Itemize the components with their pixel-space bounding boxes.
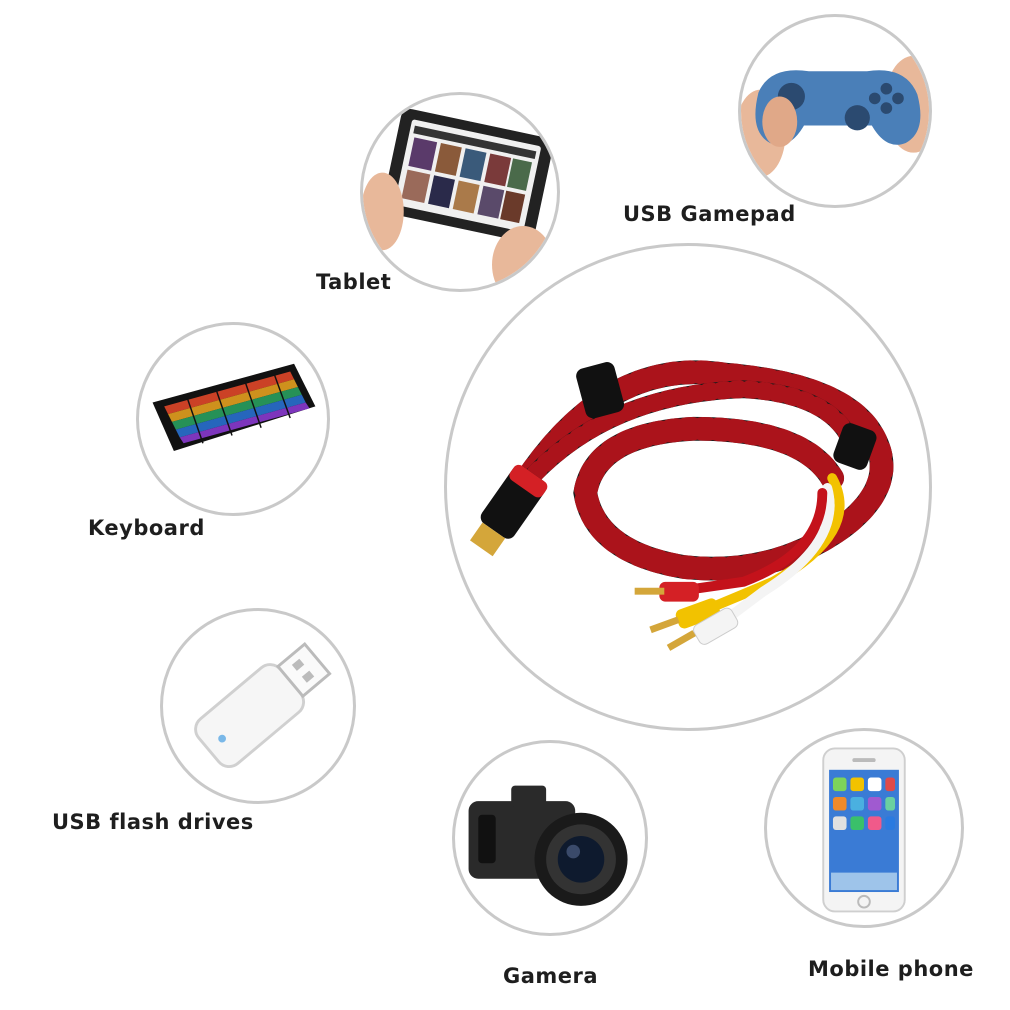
phone-circle <box>764 728 964 928</box>
hdmi-rca-cable-image <box>470 360 894 651</box>
camera-icon <box>468 785 628 906</box>
tablet-icon <box>363 108 555 289</box>
camera-label: Gamera <box>503 964 599 988</box>
cable-circle <box>444 243 932 731</box>
tablet-circle <box>360 92 560 292</box>
keyboard-label: Keyboard <box>88 516 205 540</box>
gamepad-circle <box>738 14 932 208</box>
phone-label: Mobile phone <box>808 957 974 981</box>
tablet-label: Tablet <box>316 270 392 294</box>
flash-drive-circle <box>160 608 356 804</box>
gamepad-label: USB Gamepad <box>623 202 796 226</box>
flash-drive-label: USB flash drives <box>52 810 254 834</box>
keyboard-icon <box>152 363 316 451</box>
mobile-phone-icon <box>822 747 906 913</box>
camera-circle <box>452 740 648 936</box>
usb-flash-drive-icon <box>194 641 332 769</box>
gamepad-icon <box>741 55 929 177</box>
keyboard-circle <box>136 322 330 516</box>
